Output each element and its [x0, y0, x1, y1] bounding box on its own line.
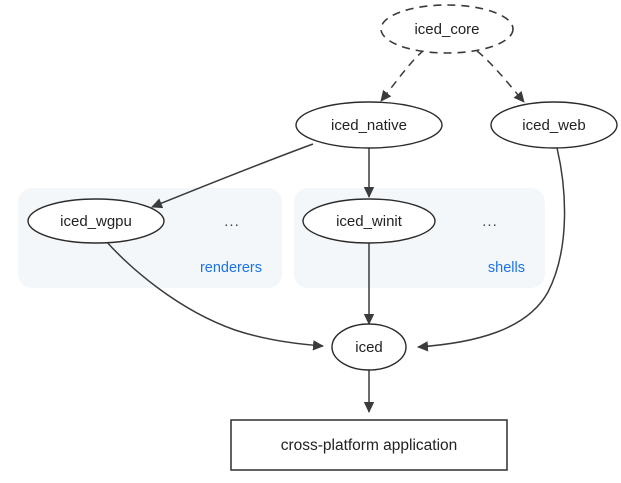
node-iced-wgpu-label: iced_wgpu	[60, 213, 132, 230]
node-iced-shape[interactable]	[331, 323, 407, 371]
node-iced-core[interactable]: iced_core	[380, 4, 514, 54]
node-iced-core-label: iced_core	[414, 21, 479, 38]
edge-iced-wgpu-to-iced	[104, 239, 324, 351]
node-iced-core-shape[interactable]	[380, 4, 514, 54]
node-application-shape[interactable]	[230, 419, 508, 471]
node-iced-native-label: iced_native	[331, 117, 407, 134]
node-cross-platform-application[interactable]: cross-platform application	[230, 419, 508, 471]
node-iced-web-label: iced_web	[522, 117, 585, 134]
node-iced-winit-shape[interactable]	[302, 198, 436, 244]
node-iced-winit-label: iced_winit	[336, 213, 403, 230]
node-iced-wgpu-shape[interactable]	[27, 198, 165, 244]
edge-iced-web-to-iced	[417, 147, 566, 352]
edge-iced-core-to-iced-web	[476, 50, 525, 103]
node-iced-label: iced	[355, 339, 383, 356]
cluster-renderers-label: renderers	[200, 260, 262, 276]
node-iced[interactable]: iced	[331, 323, 407, 371]
node-iced-web[interactable]: iced_web	[490, 101, 618, 149]
edge-iced-native-to-iced-wgpu	[151, 143, 314, 209]
node-iced-wgpu[interactable]: iced_wgpu	[27, 198, 165, 244]
node-iced-web-shape[interactable]	[490, 101, 618, 149]
node-iced-native-shape[interactable]	[295, 101, 443, 149]
node-iced-winit[interactable]: iced_winit	[302, 198, 436, 244]
cluster-shells-label: shells	[488, 260, 525, 276]
cluster-renderers-ellipsis: ...	[224, 213, 240, 230]
cluster-shells-ellipsis: ...	[482, 213, 498, 230]
edge-iced-core-to-iced-native	[380, 49, 425, 102]
node-iced-native[interactable]: iced_native	[295, 101, 443, 149]
node-application-label: cross-platform application	[281, 437, 458, 454]
